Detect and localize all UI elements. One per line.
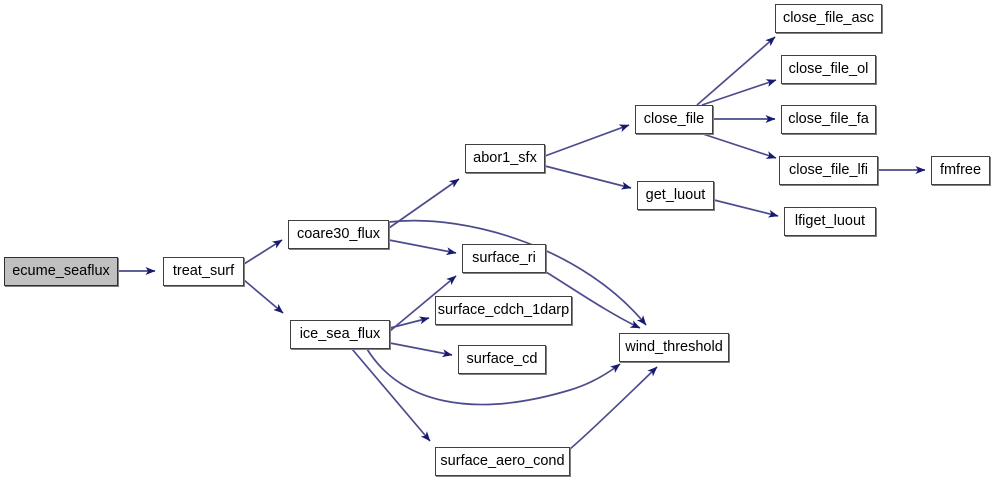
node-label: coare30_flux: [296, 226, 381, 243]
node-label: close_file_ol: [788, 61, 869, 78]
node-wind_threshold[interactable]: wind_threshold: [619, 333, 729, 362]
node-label: surface_cd: [466, 351, 538, 368]
node-label: close_file: [643, 111, 705, 128]
edge-surface_ri-to-wind_threshold: [545, 271, 641, 329]
edge-get_luout-to-lfiget_luout: [713, 199, 779, 218]
node-label: fmfree: [939, 162, 982, 179]
edge-ice_sea_flux-to-surface_cdch_1darp: [389, 316, 430, 329]
node-close_file[interactable]: close_file: [635, 105, 713, 134]
node-surface_cd[interactable]: surface_cd: [458, 345, 546, 374]
edge-abor1_sfx-to-close_file: [544, 124, 630, 157]
node-label: lfiget_luout: [794, 213, 866, 230]
node-label: close_file_lfi: [789, 162, 868, 179]
node-surface_cdch_1darp[interactable]: surface_cdch_1darp: [435, 296, 572, 325]
node-label: surface_cdch_1darp: [437, 302, 570, 319]
node-label: treat_surf: [172, 263, 235, 280]
edge-coare30_flux-to-surface_ri: [388, 239, 457, 256]
node-label: get_luout: [645, 187, 706, 204]
edge-ice_sea_flux-to-surface_cd: [389, 342, 453, 358]
edge-treat_surf-to-ice_sea_flux: [243, 279, 284, 314]
node-treat_surf[interactable]: treat_surf: [163, 257, 244, 286]
node-close_file_lfi[interactable]: close_file_lfi: [779, 156, 878, 185]
node-close_file_ol[interactable]: close_file_ol: [781, 55, 876, 84]
node-label: wind_threshold: [625, 339, 723, 356]
edge-close_file-to-close_file_ol: [701, 79, 777, 106]
node-label: surface_ri: [472, 250, 536, 267]
edge-ice_sea_flux-to-surface_aero_cond: [351, 348, 431, 442]
edge-ice_sea_flux-to-surface_ri: [389, 275, 457, 332]
edge-close_file-to-close_file_asc: [696, 36, 776, 106]
node-get_luout[interactable]: get_luout: [637, 181, 714, 210]
node-label: abor1_sfx: [473, 150, 537, 167]
node-surface_ri[interactable]: surface_ri: [462, 244, 546, 273]
node-ice_sea_flux[interactable]: ice_sea_flux: [290, 320, 390, 349]
node-label: close_file_asc: [782, 10, 875, 27]
node-coare30_flux[interactable]: coare30_flux: [288, 220, 389, 249]
edge-close_file-to-close_file_lfi: [702, 133, 777, 159]
node-abor1_sfx[interactable]: abor1_sfx: [465, 144, 545, 173]
edge-abor1_sfx-to-get_luout: [544, 165, 632, 190]
node-close_file_asc[interactable]: close_file_asc: [775, 4, 882, 33]
edge-treat_surf-to-coare30_flux: [243, 239, 283, 265]
node-fmfree[interactable]: fmfree: [931, 156, 990, 185]
edge-ice_sea_flux-to-wind_threshold: [366, 348, 621, 406]
edge-coare30_flux-to-abor1_sfx: [388, 178, 460, 229]
node-label: ecume_seaflux: [12, 263, 110, 280]
node-ecume_seaflux: ecume_seaflux: [4, 257, 118, 286]
node-close_file_fa[interactable]: close_file_fa: [781, 105, 876, 134]
node-lfiget_luout[interactable]: lfiget_luout: [784, 207, 876, 236]
node-label: close_file_fa: [788, 111, 869, 128]
node-label: surface_aero_cond: [440, 453, 565, 470]
node-label: ice_sea_flux: [299, 326, 381, 343]
edge-surface_aero_cond-to-wind_threshold: [569, 366, 658, 450]
node-surface_aero_cond[interactable]: surface_aero_cond: [435, 447, 570, 476]
edge-coare30_flux-to-wind_threshold: [388, 219, 647, 326]
